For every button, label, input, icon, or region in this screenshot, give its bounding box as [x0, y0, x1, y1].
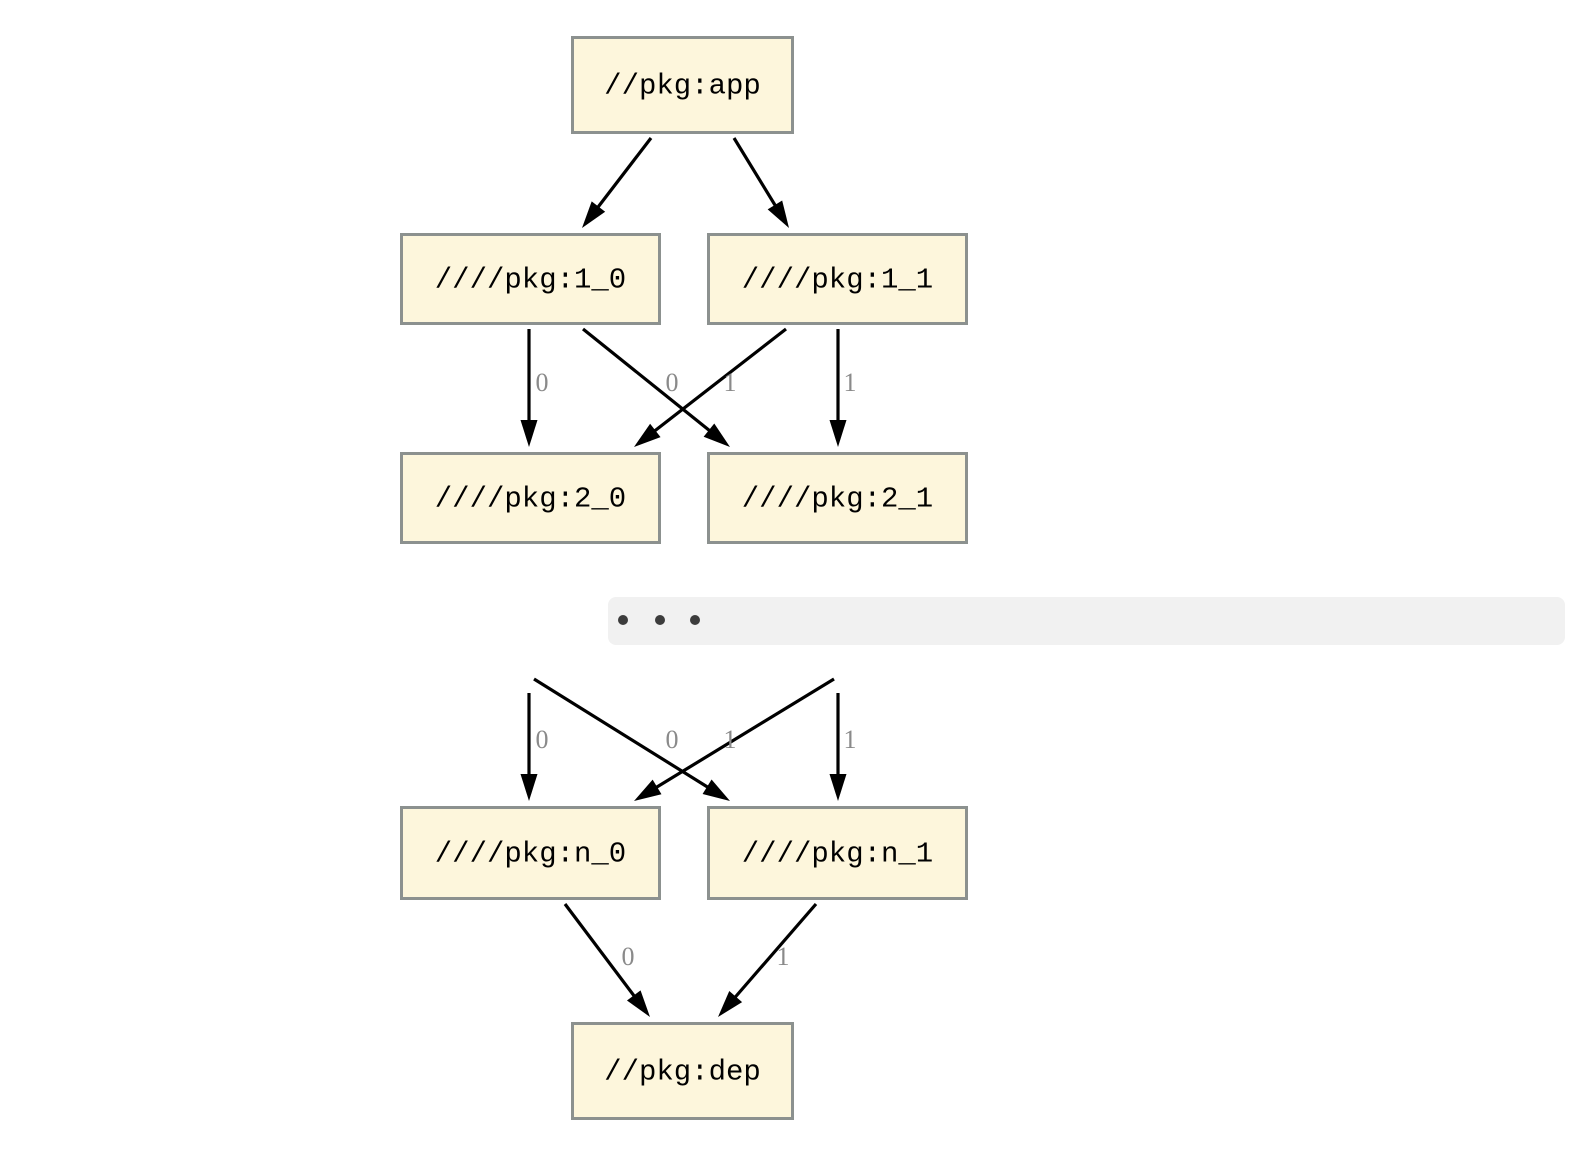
edge-arrowhead [520, 774, 538, 801]
node-label: ////pkg:n_0 [435, 838, 626, 871]
edge-arrowhead [520, 420, 538, 447]
node-box [707, 233, 968, 325]
edge-arrowhead [703, 423, 730, 447]
node-label: ////pkg:1_1 [742, 264, 933, 297]
graph-node-n2_0[interactable]: ////pkg:2_0 [400, 452, 661, 544]
node-box [571, 1022, 794, 1120]
graph-edge [581, 327, 714, 434]
ellipsis-separator [608, 597, 1565, 645]
edge-layer [520, 137, 847, 1017]
edge-label: 0 [536, 368, 549, 397]
edge-label: 0 [536, 725, 549, 754]
graph-edge [651, 327, 787, 435]
node-box [400, 806, 661, 900]
edge-arrowhead [582, 201, 606, 228]
graph-node-nn_0[interactable]: ////pkg:n_0 [400, 806, 661, 900]
graph-node-nn_1[interactable]: ////pkg:n_1 [707, 806, 968, 900]
graph-edge [652, 677, 835, 791]
graph-edge [594, 137, 653, 211]
node-label: ////pkg:1_0 [435, 264, 626, 297]
edge-arrowhead [829, 420, 847, 447]
edge-label-layer: 0 0 1 1 0 0 1 1 0 1 [536, 368, 857, 971]
edge-label: 1 [844, 368, 857, 397]
edge-label: 0 [666, 368, 679, 397]
node-label: ////pkg:n_1 [742, 838, 933, 871]
graph-edge [731, 902, 818, 1001]
edge-label: 0 [622, 942, 635, 971]
edge-arrowhead [767, 200, 789, 228]
edge-arrowhead [702, 779, 730, 801]
edge-label: 1 [724, 725, 737, 754]
node-box [400, 233, 661, 325]
node-label: ////pkg:2_1 [742, 483, 933, 516]
edge-label: 1 [777, 942, 790, 971]
edge-arrowhead [829, 774, 847, 801]
graph-node-dep[interactable]: //pkg:dep [571, 1022, 794, 1120]
graph-node-n1_1[interactable]: ////pkg:1_1 [707, 233, 968, 325]
edge-label: 1 [844, 725, 857, 754]
node-label: //pkg:app [604, 70, 761, 103]
edge-label: 0 [666, 725, 679, 754]
edge-arrowhead [634, 779, 662, 801]
ellipsis-dot [655, 615, 665, 625]
graph-edge [563, 903, 638, 1000]
ellipsis-band [608, 597, 1565, 645]
node-label: ////pkg:2_0 [435, 483, 626, 516]
edge-arrowhead [626, 990, 650, 1017]
node-box [400, 452, 661, 544]
node-layer: //pkg:app ////pkg:1_0 ////pkg:1_1 ////pkg:2… [400, 36, 968, 1120]
ellipsis-dot [690, 615, 700, 625]
node-label: //pkg:dep [604, 1056, 761, 1089]
node-box [707, 806, 968, 900]
graph-edge [732, 137, 779, 210]
ellipsis-dot [618, 615, 628, 625]
edge-arrowhead [718, 991, 743, 1017]
graph-node-app[interactable]: //pkg:app [571, 36, 794, 134]
graph-node-n1_0[interactable]: ////pkg:1_0 [400, 233, 661, 325]
edge-label: 1 [724, 368, 737, 397]
node-box [571, 36, 794, 134]
node-box [707, 452, 968, 544]
graph-node-n2_1[interactable]: ////pkg:2_1 [707, 452, 968, 544]
edge-arrowhead [634, 423, 661, 447]
